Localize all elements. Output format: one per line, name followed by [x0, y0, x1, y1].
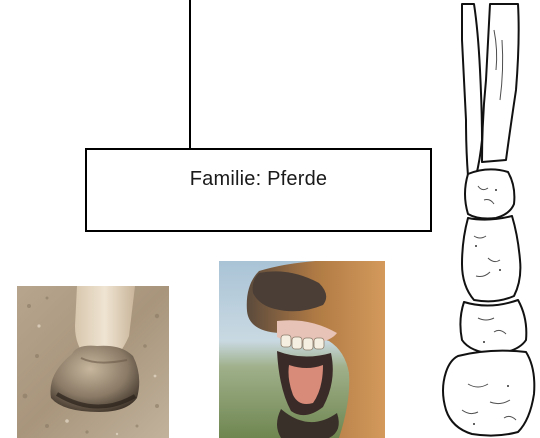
teeth-photo [219, 261, 385, 438]
leg-bone-drawing [438, 0, 540, 438]
teeth-photo-graphic [219, 261, 385, 438]
hoof-photo [17, 286, 169, 438]
family-label: Familie: Pferde [190, 168, 328, 191]
leg-bone-graphic [438, 0, 540, 438]
hoof-photo-graphic [17, 286, 169, 438]
connector-line [189, 0, 191, 149]
family-box: Familie: Pferde [85, 148, 432, 232]
